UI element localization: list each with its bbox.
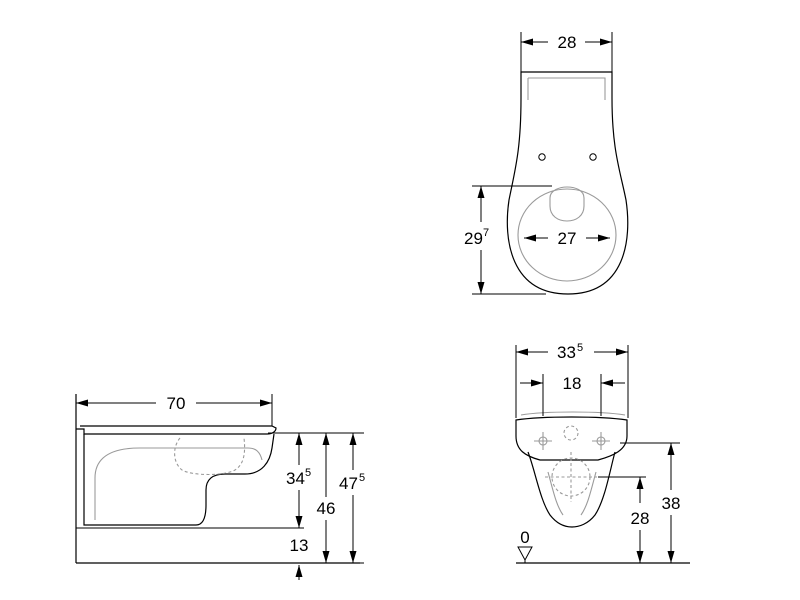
front-width-sup: 5: [577, 342, 583, 354]
side-view: 70 34 5 13 46 47 5: [75, 394, 365, 580]
side-rim-height-label: 34: [286, 469, 305, 488]
side-total-height-label: 47: [339, 474, 358, 493]
front-view: 33 5 18 0 28 38: [515, 342, 690, 564]
top-width-label: 28: [558, 33, 577, 52]
top-view-drain-outline: [549, 186, 585, 222]
front-view-rim: [515, 416, 628, 461]
top-depth-label: 29: [464, 229, 483, 248]
top-view-fixing-hole-right: [589, 153, 597, 161]
front-fixing-label: 18: [563, 374, 582, 393]
side-view-inner-surface: [94, 447, 263, 520]
top-depth-sup: 7: [483, 227, 489, 239]
side-length-label: 70: [167, 394, 186, 413]
side-top-height-label: 46: [317, 499, 336, 518]
front-view-body-inner: [547, 471, 597, 516]
front-width-label: 33: [557, 343, 576, 362]
side-view-bowl-body: [83, 433, 275, 526]
side-base-label: 13: [290, 536, 309, 555]
side-total-height-sup: 5: [359, 472, 365, 484]
front-fixing-right-icon: [592, 432, 610, 450]
front-view-seat-top: [520, 411, 626, 416]
front-floor-label: 0: [520, 528, 529, 547]
top-view-seat-opening: [517, 188, 617, 282]
top-view-fixing-hole-left: [538, 153, 546, 161]
top-view-inner-back: [528, 77, 606, 100]
front-fixing-left-icon: [534, 432, 552, 450]
top-view-bowl-outline: [506, 71, 629, 295]
side-view-trap-dashed: [174, 437, 246, 476]
top-view: 28 29 7 27: [464, 32, 629, 295]
front-view-body: [527, 451, 616, 528]
floor-level-icon: [517, 546, 533, 562]
front-view-flush-inlet: [563, 425, 579, 441]
front-outlet-height-label: 28: [631, 509, 650, 528]
side-rim-height-sup: 5: [305, 467, 311, 479]
top-opening-label: 27: [558, 229, 577, 248]
front-rim-height-label: 38: [662, 494, 681, 513]
side-view-seat: [76, 425, 277, 435]
